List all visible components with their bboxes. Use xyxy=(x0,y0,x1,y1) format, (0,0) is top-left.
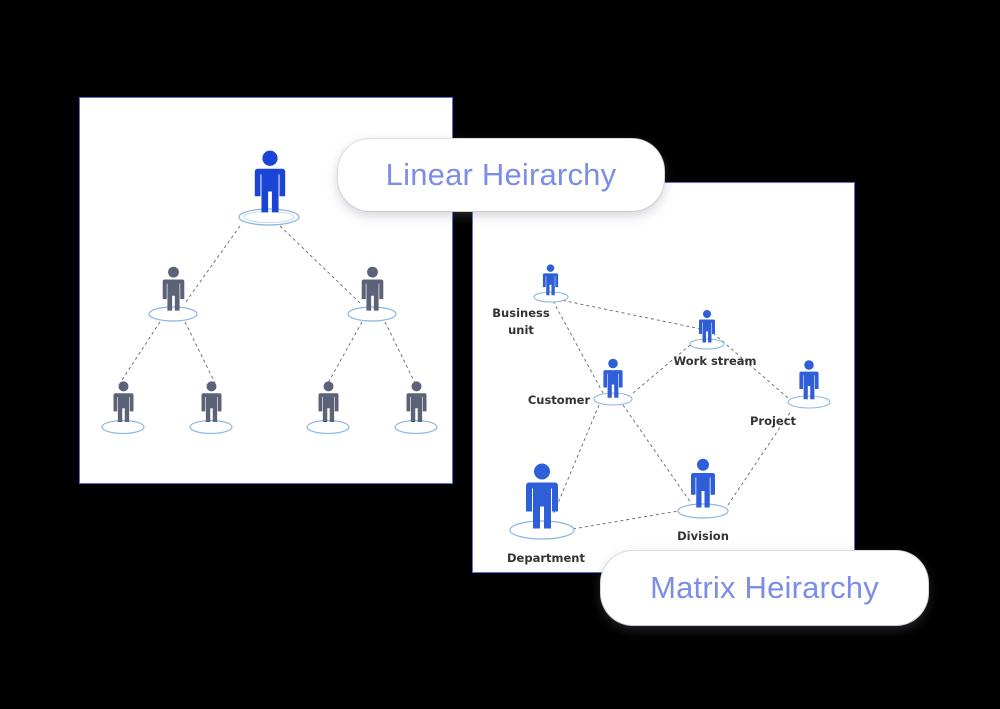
matrix-edges xyxy=(550,297,792,530)
node-label-work-stream: Work stream xyxy=(673,354,756,368)
person-icon xyxy=(254,150,286,213)
node-label-customer: Customer xyxy=(528,393,591,407)
matrix-node-business-unit: Business unit xyxy=(492,264,569,337)
person-node-level3-1 xyxy=(101,381,145,435)
person-icon xyxy=(691,458,715,508)
matrix-node-division: Division xyxy=(677,458,729,543)
node-label-business-unit-1: Business xyxy=(492,306,550,320)
person-icon xyxy=(162,266,185,311)
matrix-node-customer: Customer xyxy=(528,358,633,407)
person-icon xyxy=(799,360,819,400)
node-label-division: Division xyxy=(677,529,729,543)
person-node-top xyxy=(238,150,300,226)
person-icon xyxy=(318,381,339,422)
person-node-level2-left xyxy=(148,266,198,322)
person-icon xyxy=(406,381,427,422)
node-label-business-unit-2: unit xyxy=(508,323,534,337)
person-icon xyxy=(361,266,384,311)
linear-hierarchy-label: Linear Heirarchy xyxy=(338,139,664,211)
matrix-hierarchy-label-text: Matrix Heirarchy xyxy=(650,570,879,605)
matrix-node-work-stream: Work stream xyxy=(673,310,757,368)
person-icon xyxy=(542,264,559,296)
person-icon xyxy=(201,381,222,422)
person-node-level2-right xyxy=(347,266,397,322)
person-node-level3-3 xyxy=(306,381,350,435)
linear-edges xyxy=(119,225,416,384)
matrix-node-department: Department xyxy=(507,463,585,565)
matrix-hierarchy-panel: Business unit Work stream Customer Proje… xyxy=(472,182,855,573)
person-node-level3-4 xyxy=(394,381,438,435)
node-label-project: Project xyxy=(750,414,797,428)
person-icon xyxy=(526,463,558,529)
person-icon xyxy=(603,358,623,398)
linear-hierarchy-diagram xyxy=(101,150,438,435)
person-icon xyxy=(113,381,134,422)
node-label-department: Department xyxy=(507,551,585,565)
person-icon xyxy=(699,310,715,343)
matrix-node-project: Project xyxy=(750,360,831,428)
linear-hierarchy-label-text: Linear Heirarchy xyxy=(385,157,617,192)
matrix-hierarchy-diagram: Business unit Work stream Customer Proje… xyxy=(492,264,831,565)
matrix-hierarchy-label: Matrix Heirarchy xyxy=(601,551,928,625)
person-node-level3-2 xyxy=(189,381,233,435)
